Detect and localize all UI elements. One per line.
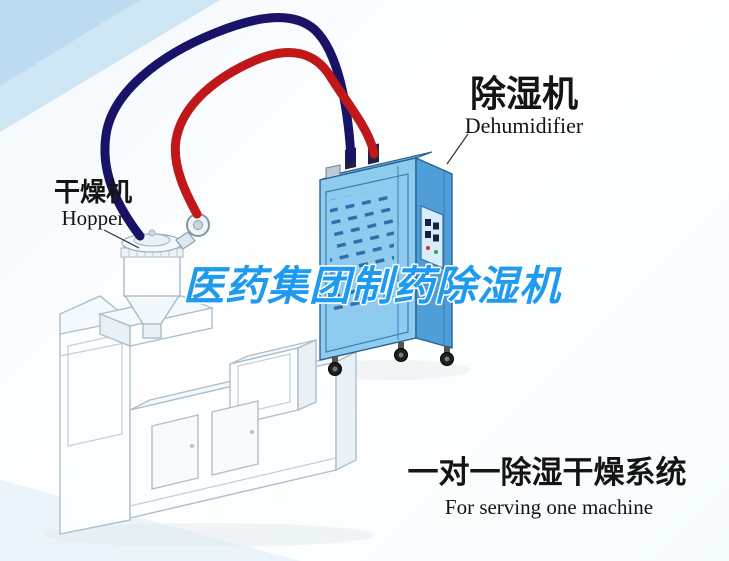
hopper-platform-end bbox=[99, 312, 131, 348]
caption-zh: 一对一除湿干燥系统 bbox=[408, 455, 687, 490]
supply-air-pipe bbox=[170, 48, 379, 219]
extruder-accent-line bbox=[59, 341, 131, 357]
indicator-light bbox=[426, 246, 430, 250]
front-door-seam bbox=[325, 173, 409, 353]
top-left-corner-accent-inner bbox=[0, 0, 140, 86]
hopper-lid-knob bbox=[148, 229, 156, 237]
indicator-light bbox=[434, 250, 438, 254]
extruder-left-panel-seam bbox=[67, 333, 123, 447]
extruder-left-tower bbox=[59, 319, 131, 535]
hopper-label-en: Hopper bbox=[62, 206, 125, 230]
extruder-base-end bbox=[335, 350, 357, 472]
hopper-label-zh: 干燥机 bbox=[54, 177, 132, 207]
extruder-kick-line bbox=[129, 457, 337, 507]
door-handle bbox=[250, 430, 254, 434]
dehumidifier-label-zh: 除湿机 bbox=[470, 73, 578, 114]
return-air-pipe bbox=[100, 13, 356, 241]
extruder-door-panel bbox=[151, 414, 199, 490]
hopper-pointer-line bbox=[103, 229, 140, 249]
dehumidifier-label-en: Dehumidifier bbox=[465, 113, 584, 138]
dehumidifier-control-panel bbox=[420, 205, 444, 269]
extruder-box-end bbox=[297, 338, 317, 412]
extruder-box-seam bbox=[237, 353, 291, 415]
blower-duct bbox=[175, 231, 196, 250]
dehumidifier-machine bbox=[319, 143, 454, 376]
control-button bbox=[433, 234, 439, 242]
caption-en: For serving one machine bbox=[445, 495, 653, 519]
dehumidifier-pointer-line bbox=[446, 133, 469, 165]
extruder-shadow bbox=[45, 523, 375, 547]
hopper-blower-hub bbox=[193, 220, 203, 230]
control-button bbox=[433, 222, 439, 230]
watermark-text: 医药集团制药除湿机 bbox=[183, 263, 563, 309]
control-button bbox=[425, 231, 431, 238]
door-handle bbox=[190, 444, 194, 448]
extruder-door-panel bbox=[211, 400, 259, 476]
dehumidifier-vents bbox=[330, 186, 394, 312]
control-button bbox=[425, 219, 431, 226]
caster-wheels bbox=[328, 342, 454, 376]
extruder-machine bbox=[59, 295, 357, 535]
